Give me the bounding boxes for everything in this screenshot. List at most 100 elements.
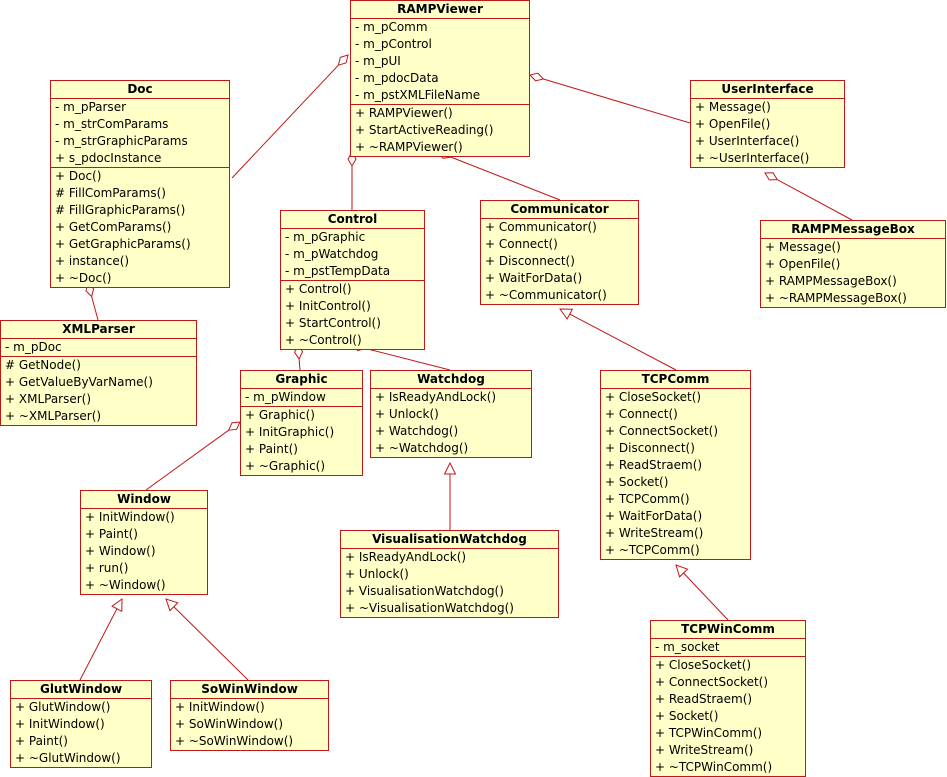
aggregation-diamond	[529, 72, 545, 82]
class-name: RAMPViewer	[351, 1, 529, 19]
class-name: TCPWinComm	[651, 621, 805, 639]
attributes-compartment: - m_socket	[651, 639, 805, 657]
operation: + Paint()	[245, 442, 298, 456]
operation: + InitWindow()	[175, 700, 265, 714]
operations-compartment: + InitWindow() + SoWinWindow() + ~SoWinWin…	[171, 699, 328, 750]
operation: # GetNode()	[5, 358, 81, 372]
operation: + StartControl()	[285, 316, 381, 330]
class-tcpwincomm[interactable]: TCPWinComm- m_socket+ CloseSocket()+ Con…	[650, 620, 806, 777]
operation: + ~SoWinWindow()	[175, 734, 294, 748]
class-graphic[interactable]: Graphic- m_pWindow+ Graphic()+ InitGraph…	[240, 370, 363, 476]
operation: + ~XMLParser()	[5, 409, 102, 423]
attribute: - m_pstXMLFileName	[355, 88, 481, 102]
operation: + Unlock()	[375, 407, 439, 421]
operation: + WaitForData()	[485, 271, 583, 285]
operation: + ConnectSocket()	[605, 424, 719, 438]
class-sowinwindow[interactable]: SoWinWindow+ InitWindow() + SoWinWindow()…	[170, 680, 329, 751]
generalization-arrowhead	[443, 461, 457, 475]
operation: + Connect()	[485, 237, 558, 251]
operation: + GlutWindow()	[15, 700, 111, 714]
class-name: Doc	[51, 81, 229, 99]
attribute: - m_strComParams	[55, 117, 169, 131]
class-doc[interactable]: Doc- m_pParser- m_strComParams- m_strGra…	[50, 80, 230, 288]
operation: + ~Window()	[85, 578, 166, 592]
class-glutwindow[interactable]: GlutWindow+ GlutWindow()+ InitWindow()+ …	[10, 680, 152, 768]
operation: + StartActiveReading()	[355, 123, 494, 137]
operations-compartment: + CloseSocket()+ Connect()+ ConnectSocke…	[601, 389, 750, 559]
operation: + InitWindow()	[85, 510, 175, 524]
operation: + Paint()	[15, 734, 68, 748]
operation: + InitWindow()	[15, 717, 105, 731]
operation: + OpenFile()	[695, 117, 771, 131]
aggregation-doc-xmlparser	[85, 282, 99, 321]
class-control[interactable]: Control- m_pGraphic- m_pWatchdog- m_pstT…	[280, 210, 425, 350]
operation: + ~Control()	[285, 333, 362, 347]
attributes-compartment: - m_pParser- m_strComParams- m_strGraphi…	[51, 99, 229, 168]
class-name: Window	[81, 491, 207, 509]
class-tcpcomm[interactable]: TCPComm+ CloseSocket()+ Connect()+ Conne…	[600, 370, 751, 560]
operation: # FillComParams()	[55, 186, 166, 200]
attribute: + s_pdocInstance	[55, 151, 162, 165]
operations-compartment: + Doc() # FillComParams() # FillGraphicPar…	[51, 168, 229, 287]
class-window[interactable]: Window+ InitWindow() + Paint() + Window() +…	[80, 490, 208, 595]
attribute: - m_pComm	[355, 20, 428, 34]
operation: + WriteStream()	[605, 526, 704, 540]
operation: + Message()	[765, 240, 841, 254]
operation: + WaitForData()	[605, 509, 703, 523]
operation: + Doc()	[55, 169, 102, 183]
operation: + Communicator()	[485, 220, 597, 234]
attribute: - m_pdocData	[355, 71, 439, 85]
operation: + ReadStraem()	[655, 692, 753, 706]
operation: + ~Watchdog()	[375, 441, 469, 455]
attributes-compartment: - m_pGraphic- m_pWatchdog- m_pstTempData	[281, 229, 424, 281]
operation: + Socket()	[655, 709, 719, 723]
operations-compartment: + Message()+ OpenFile()+ RAMPMessageBox(…	[761, 239, 945, 307]
operation: + Paint()	[85, 527, 138, 541]
operation: + GetComParams()	[55, 220, 172, 234]
operation: + Disconnect()	[605, 441, 695, 455]
generalization-arrowhead	[675, 564, 689, 578]
class-userinterface[interactable]: UserInterface+ Message()+ OpenFile()+ Us…	[690, 80, 845, 168]
operations-compartment: # GetNode()+ GetValueByVarName()+ XMLPar…	[1, 357, 196, 425]
generalization-sowinwindow-window	[165, 598, 249, 681]
class-watchdog[interactable]: Watchdog+ IsReadyAndLock()+ Unlock()+ Wa…	[370, 370, 532, 458]
aggregation-rampviewer-userinterface	[529, 72, 691, 124]
operation: + IsReadyAndLock()	[345, 550, 467, 564]
operation: + WriteStream()	[655, 743, 754, 757]
operation: + ~Doc()	[55, 271, 112, 285]
operation: + ~TCPWinComm()	[655, 760, 773, 774]
operation: + ~TCPComm()	[605, 543, 700, 557]
class-communicator[interactable]: Communicator+ Communicator()+ Connect()+…	[480, 200, 639, 305]
operation: + Control()	[285, 282, 352, 296]
operation: + SoWinWindow()	[175, 717, 284, 731]
operation: + GetValueByVarName()	[5, 375, 153, 389]
class-visualisationwatchdog[interactable]: VisualisationWatchdog+ IsReadyAndLock()+…	[340, 530, 559, 618]
operation: # FillGraphicParams()	[55, 203, 186, 217]
operations-compartment: + IsReadyAndLock()+ Unlock()+ Visualisat…	[341, 549, 558, 617]
attribute: - m_pControl	[355, 37, 432, 51]
class-name: RAMPMessageBox	[761, 221, 945, 239]
operations-compartment: + IsReadyAndLock()+ Unlock()+ Watchdog()…	[371, 389, 531, 457]
attribute: - m_pWindow	[245, 390, 326, 404]
operation: + TCPWinComm()	[655, 726, 763, 740]
operation: + Message()	[695, 100, 771, 114]
class-name: SoWinWindow	[171, 681, 328, 699]
attribute: - m_pUI	[355, 54, 401, 68]
class-name: Watchdog	[371, 371, 531, 389]
generalization-arrowhead	[559, 308, 574, 320]
attributes-compartment: - m_pComm - m_pControl - m_pUI - m_pdocData…	[351, 19, 529, 105]
operation: + TCPComm()	[605, 492, 690, 506]
operation: + ~RAMPViewer()	[355, 140, 463, 154]
operation: + VisualisationWatchdog()	[345, 584, 504, 598]
attribute: - m_pWatchdog	[285, 247, 379, 261]
class-rampviewer[interactable]: RAMPViewer- m_pComm- m_pControl- m_pUI- …	[350, 0, 530, 157]
operations-compartment: + Message()+ OpenFile()+ UserInterface()…	[691, 99, 844, 167]
aggregation-rampviewer-communicator	[437, 150, 561, 201]
class-rampmessagebox[interactable]: RAMPMessageBox+ Message()+ OpenFile()+ R…	[760, 220, 946, 308]
operation: + Window()	[85, 544, 156, 558]
class-xmlparser[interactable]: XMLParser- m_pDoc# GetNode()+ GetValueBy…	[0, 320, 197, 426]
operation: + Graphic()	[245, 408, 315, 422]
operations-compartment: + GlutWindow()+ InitWindow()+ Paint()+ ~…	[11, 699, 151, 767]
generalization-arrowhead	[111, 598, 123, 613]
aggregation-graphic-window	[145, 421, 241, 491]
